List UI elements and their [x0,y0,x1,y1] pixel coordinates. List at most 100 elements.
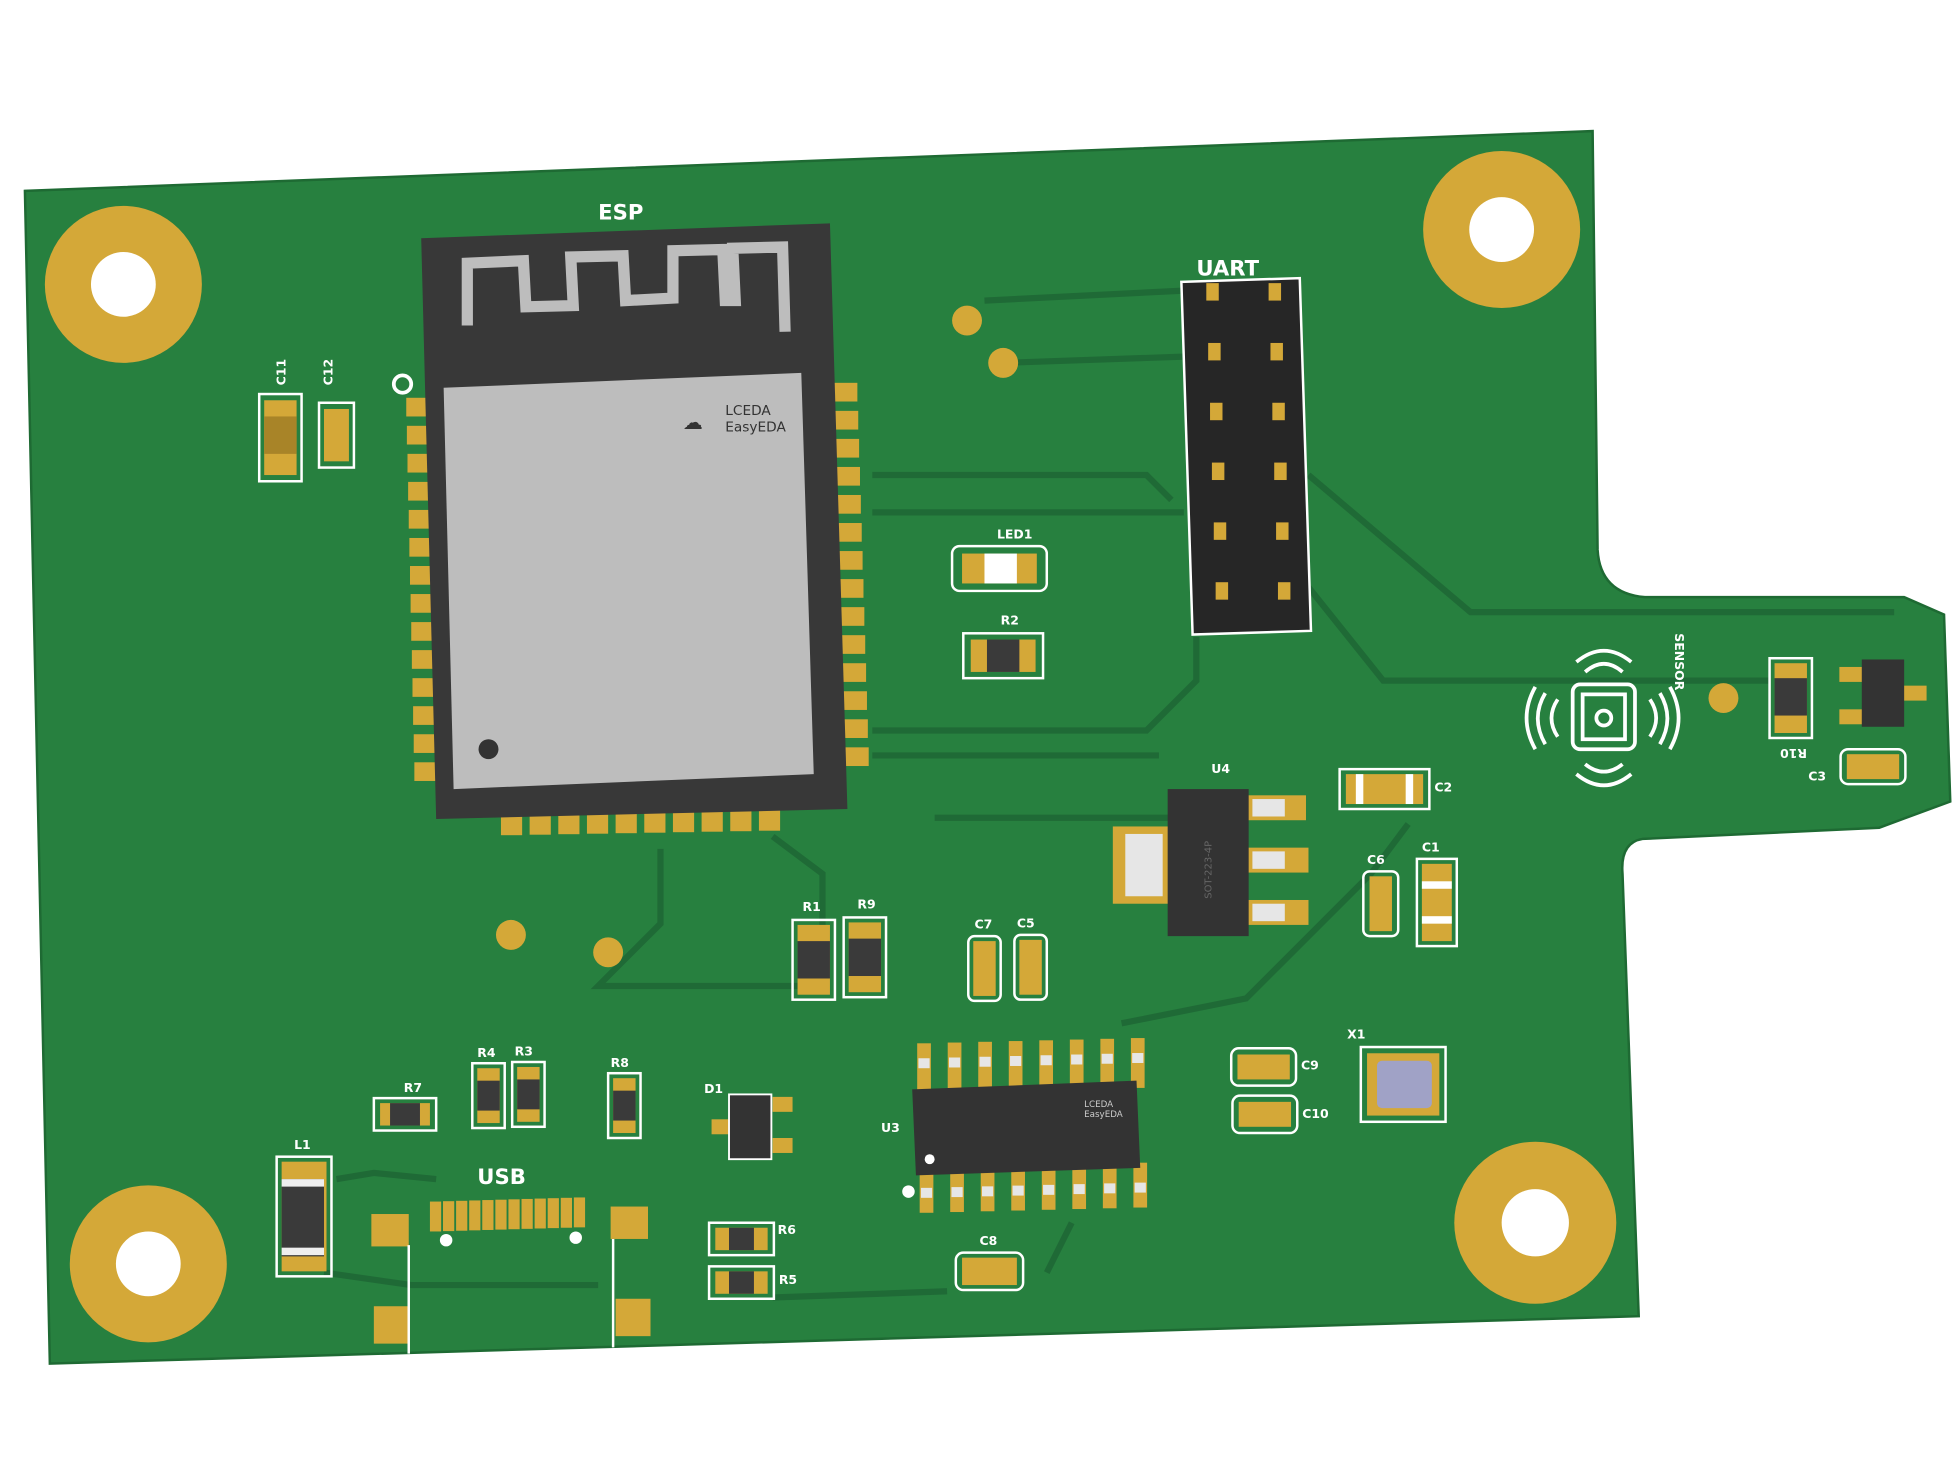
r5-label: R5 [779,1272,797,1287]
c11-label: C11 [273,359,288,385]
test-pads [495,305,1739,968]
usb-pin [560,1197,572,1228]
c8: C8 [954,1233,1025,1292]
uart-pin [1268,283,1282,301]
u3-pin-tin [1134,1182,1146,1193]
l1-label: L1 [294,1137,311,1152]
u3-pin-tin [1132,1053,1144,1063]
x1-label: X1 [1347,1026,1365,1041]
u3-pin-tin [1043,1184,1055,1195]
r3: R3 [510,1044,546,1129]
c3: C3 [1808,747,1907,786]
r6-label: R6 [778,1222,796,1237]
uart-pin [1213,522,1227,540]
u3-pin-tin [1073,1184,1085,1195]
c1-label: C1 [1422,839,1440,854]
u3-pin-tin [1104,1183,1116,1194]
c6-label: C6 [1367,852,1385,867]
r6: R6 [707,1221,796,1257]
uart-pin [1206,283,1219,301]
r10: R10 [1768,656,1814,761]
usb-connector: USB [371,1164,651,1354]
usb-pin [521,1198,533,1229]
mounting-hole [69,1185,227,1343]
d1-diode: D1 [704,1081,793,1161]
led1-label: LED1 [997,527,1032,542]
u3-pin-tin [920,1187,933,1198]
usb-pin [429,1201,442,1232]
l1-inductor: L1 [275,1137,333,1278]
c12-label: C12 [321,359,336,385]
uart-pin [1270,342,1283,361]
u3-pin-tin [1101,1053,1113,1064]
d1-label: D1 [704,1081,723,1096]
usb-pin [482,1200,494,1230]
c7-label: C7 [975,917,993,932]
c9-label: C9 [1301,1057,1319,1072]
uart-pin [1272,402,1285,421]
u3-logo-line2: EasyEDA [1084,1110,1123,1120]
esp-label: ESP [598,200,643,225]
r10-label: R10 [1780,746,1807,761]
r2: R2 [962,613,1045,680]
usb-pin [508,1199,520,1230]
c3-label: C3 [1808,768,1826,783]
sensor-transistor [1839,659,1927,727]
u4-label: U4 [1211,761,1230,776]
u3-pin [1039,1040,1054,1091]
r1-label: R1 [803,899,821,914]
r4-label: R4 [477,1045,496,1060]
u3-ic: U3 LCEDA EasyEDA [881,1038,1148,1213]
c1: C1 [1415,839,1459,948]
u3-pin-tin [951,1187,963,1198]
r2-label: R2 [1001,613,1019,628]
traces [323,287,1895,1301]
r9-label: R9 [857,897,875,912]
u4-regulator: U4 SOT-223-4P [1112,761,1309,937]
c5: C5 [1013,915,1049,1001]
uart-pin [1215,582,1229,600]
u3-pin-tin [1012,1185,1024,1196]
r8-label: R8 [611,1055,629,1070]
sensor-label: SENSOR [1672,633,1687,690]
antenna-trace [461,241,791,332]
r7: R7 [372,1080,438,1132]
usb-pin [443,1201,455,1232]
c10-label: C10 [1302,1106,1329,1121]
r8: R8 [606,1055,642,1140]
u3-logo-line1: LCEDA [1084,1100,1113,1110]
r3-label: R3 [515,1044,533,1059]
uart-pin [1210,402,1223,421]
uart-pin [1274,462,1287,481]
sensor-wireless-icon [1524,649,1681,788]
r9: R9 [842,897,888,999]
mounting-hole [1423,151,1581,309]
r7-label: R7 [404,1080,422,1095]
u3-label: U3 [881,1120,900,1135]
sensor: SENSOR [1524,633,1687,788]
u3-pin-tin [918,1058,930,1069]
usb-pin [469,1200,481,1231]
u3-pin-tin [979,1056,991,1067]
r1: R1 [791,899,837,1001]
esp-module: ESP ☁ LCEDA EasyEDA [391,200,869,836]
c10: C10 [1231,1094,1329,1135]
c2-label: C2 [1434,780,1452,795]
c2: C2 [1338,767,1452,811]
mounting-hole [1454,1141,1617,1304]
logo-line1: LCEDA [725,403,771,419]
c7: C7 [967,917,1002,1003]
c11: C11 [257,359,303,483]
u3-pin [917,1043,931,1094]
uart-pin [1277,582,1291,600]
mounting-hole [44,205,202,363]
led1: LED1 [950,527,1049,593]
c9: C9 [1229,1047,1319,1087]
usb-pin [495,1199,507,1230]
uart-pin [1208,342,1221,361]
usb-pin [456,1200,468,1231]
u3-pin-tin [981,1186,994,1197]
c5-label: C5 [1017,915,1035,930]
usb-pin [573,1197,586,1228]
